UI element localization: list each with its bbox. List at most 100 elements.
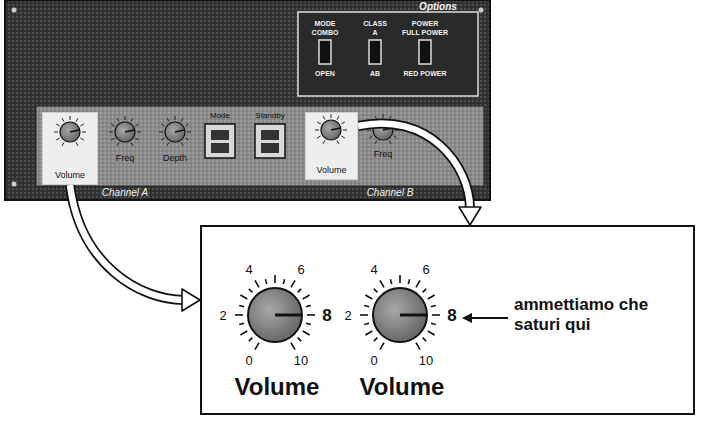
- knob-tick: [390, 279, 391, 284]
- channel-label: Channel A: [102, 188, 148, 198]
- leader-arrow: [462, 313, 508, 323]
- curved-arrow: [358, 123, 481, 225]
- knob-label: Volume: [235, 373, 320, 402]
- note-text: ammettiamo che saturi qui: [514, 295, 654, 336]
- knob-tick: [255, 343, 259, 350]
- knob-tick: [159, 132, 163, 133]
- arrow-outline: [70, 185, 184, 300]
- zoom-box-ground: [200, 225, 695, 415]
- knob-tick: [111, 138, 114, 140]
- switch-label: MODE: [315, 20, 336, 27]
- arrow-body: [358, 123, 470, 209]
- knob-tick: [255, 280, 259, 287]
- knob-label: Depth: [163, 154, 187, 163]
- knob-tick: [137, 132, 141, 133]
- knob-pointer: [331, 128, 340, 130]
- switch-label: FULL POWER: [402, 29, 448, 36]
- knob-tick: [167, 118, 169, 121]
- knob-tick: [399, 275, 401, 283]
- knob-tick: [364, 323, 369, 324]
- knob-tick: [161, 138, 164, 140]
- knob-tick: [181, 142, 183, 145]
- knob-label: Volume: [55, 170, 85, 181]
- knob-tick: [365, 295, 372, 299]
- knob-tick: [76, 118, 78, 121]
- knob-tick: [62, 118, 64, 121]
- volume-knob: [373, 288, 427, 342]
- knob-pointer: [275, 314, 302, 317]
- knob-tick: [185, 138, 188, 140]
- knob-tick: [380, 280, 384, 287]
- switch-label: COMBO: [312, 29, 339, 36]
- knob-tick: [306, 323, 311, 324]
- knob-tick: [369, 136, 372, 138]
- knob-tick: [56, 124, 59, 126]
- knob-tick: [111, 124, 114, 126]
- knob-tick: [181, 118, 183, 121]
- scale-number: 8: [447, 307, 456, 324]
- knob-tick: [416, 280, 420, 287]
- knob-tick: [167, 142, 169, 145]
- knob-tick: [383, 114, 384, 118]
- knob-tick: [307, 314, 315, 316]
- knob-tick: [323, 116, 325, 119]
- knob-tick: [341, 136, 344, 138]
- switch-label: POWER: [412, 20, 438, 27]
- knob-tick: [428, 331, 435, 335]
- curved-arrow: [70, 185, 200, 311]
- switch-label: OPEN: [315, 70, 335, 77]
- knob-tick: [62, 142, 64, 145]
- knob-tick: [291, 280, 295, 287]
- knob-tick: [125, 116, 126, 120]
- knob-tick: [375, 140, 377, 143]
- knob-pointer: [400, 314, 427, 317]
- knob-tick: [135, 138, 138, 140]
- knob-tick: [431, 323, 436, 324]
- knob-tick: [393, 136, 396, 138]
- knob-tick: [54, 132, 58, 133]
- scale-number: 10: [419, 354, 433, 367]
- scale-number: 6: [422, 263, 429, 276]
- knob-tick: [374, 289, 378, 293]
- knob-tick: [306, 305, 311, 306]
- knob-tick: [117, 142, 119, 145]
- knob-tick: [283, 279, 284, 284]
- switch-label: CLASS: [363, 20, 387, 27]
- scale-number: 8: [322, 307, 331, 324]
- knob-tick: [389, 140, 391, 143]
- knob-tick: [337, 116, 339, 119]
- knob-pointer: [175, 130, 184, 132]
- amp-panel: [5, 0, 490, 200]
- knob-tick: [416, 343, 420, 350]
- knob-tick: [240, 295, 247, 299]
- knob-pointer: [70, 130, 79, 132]
- knob-tick: [235, 314, 243, 316]
- arrow-body: [70, 185, 184, 300]
- knob-tick: [175, 116, 176, 120]
- scale-number: 0: [370, 354, 377, 367]
- knob-tick: [70, 116, 71, 120]
- knob-tick: [135, 124, 138, 126]
- knob-tick: [360, 314, 368, 316]
- volume-knob: [235, 275, 440, 350]
- switch-label: A: [372, 29, 377, 36]
- knob-tick: [432, 314, 440, 316]
- knob-tick: [249, 289, 253, 293]
- scale-number: 2: [344, 309, 351, 322]
- knob-tick: [161, 124, 164, 126]
- knob-tick: [80, 124, 83, 126]
- knob-tick: [323, 140, 325, 143]
- scale-number: 2: [219, 309, 226, 322]
- knob-tick: [364, 305, 369, 306]
- knob-tick: [109, 132, 113, 133]
- knob-tick: [317, 122, 320, 124]
- switch-label: Mode: [210, 112, 230, 120]
- knob-tick: [408, 279, 409, 284]
- knob-tick: [117, 118, 119, 121]
- knob-tick: [303, 331, 310, 335]
- knob-tick: [185, 124, 188, 126]
- arrow-outline: [358, 123, 470, 209]
